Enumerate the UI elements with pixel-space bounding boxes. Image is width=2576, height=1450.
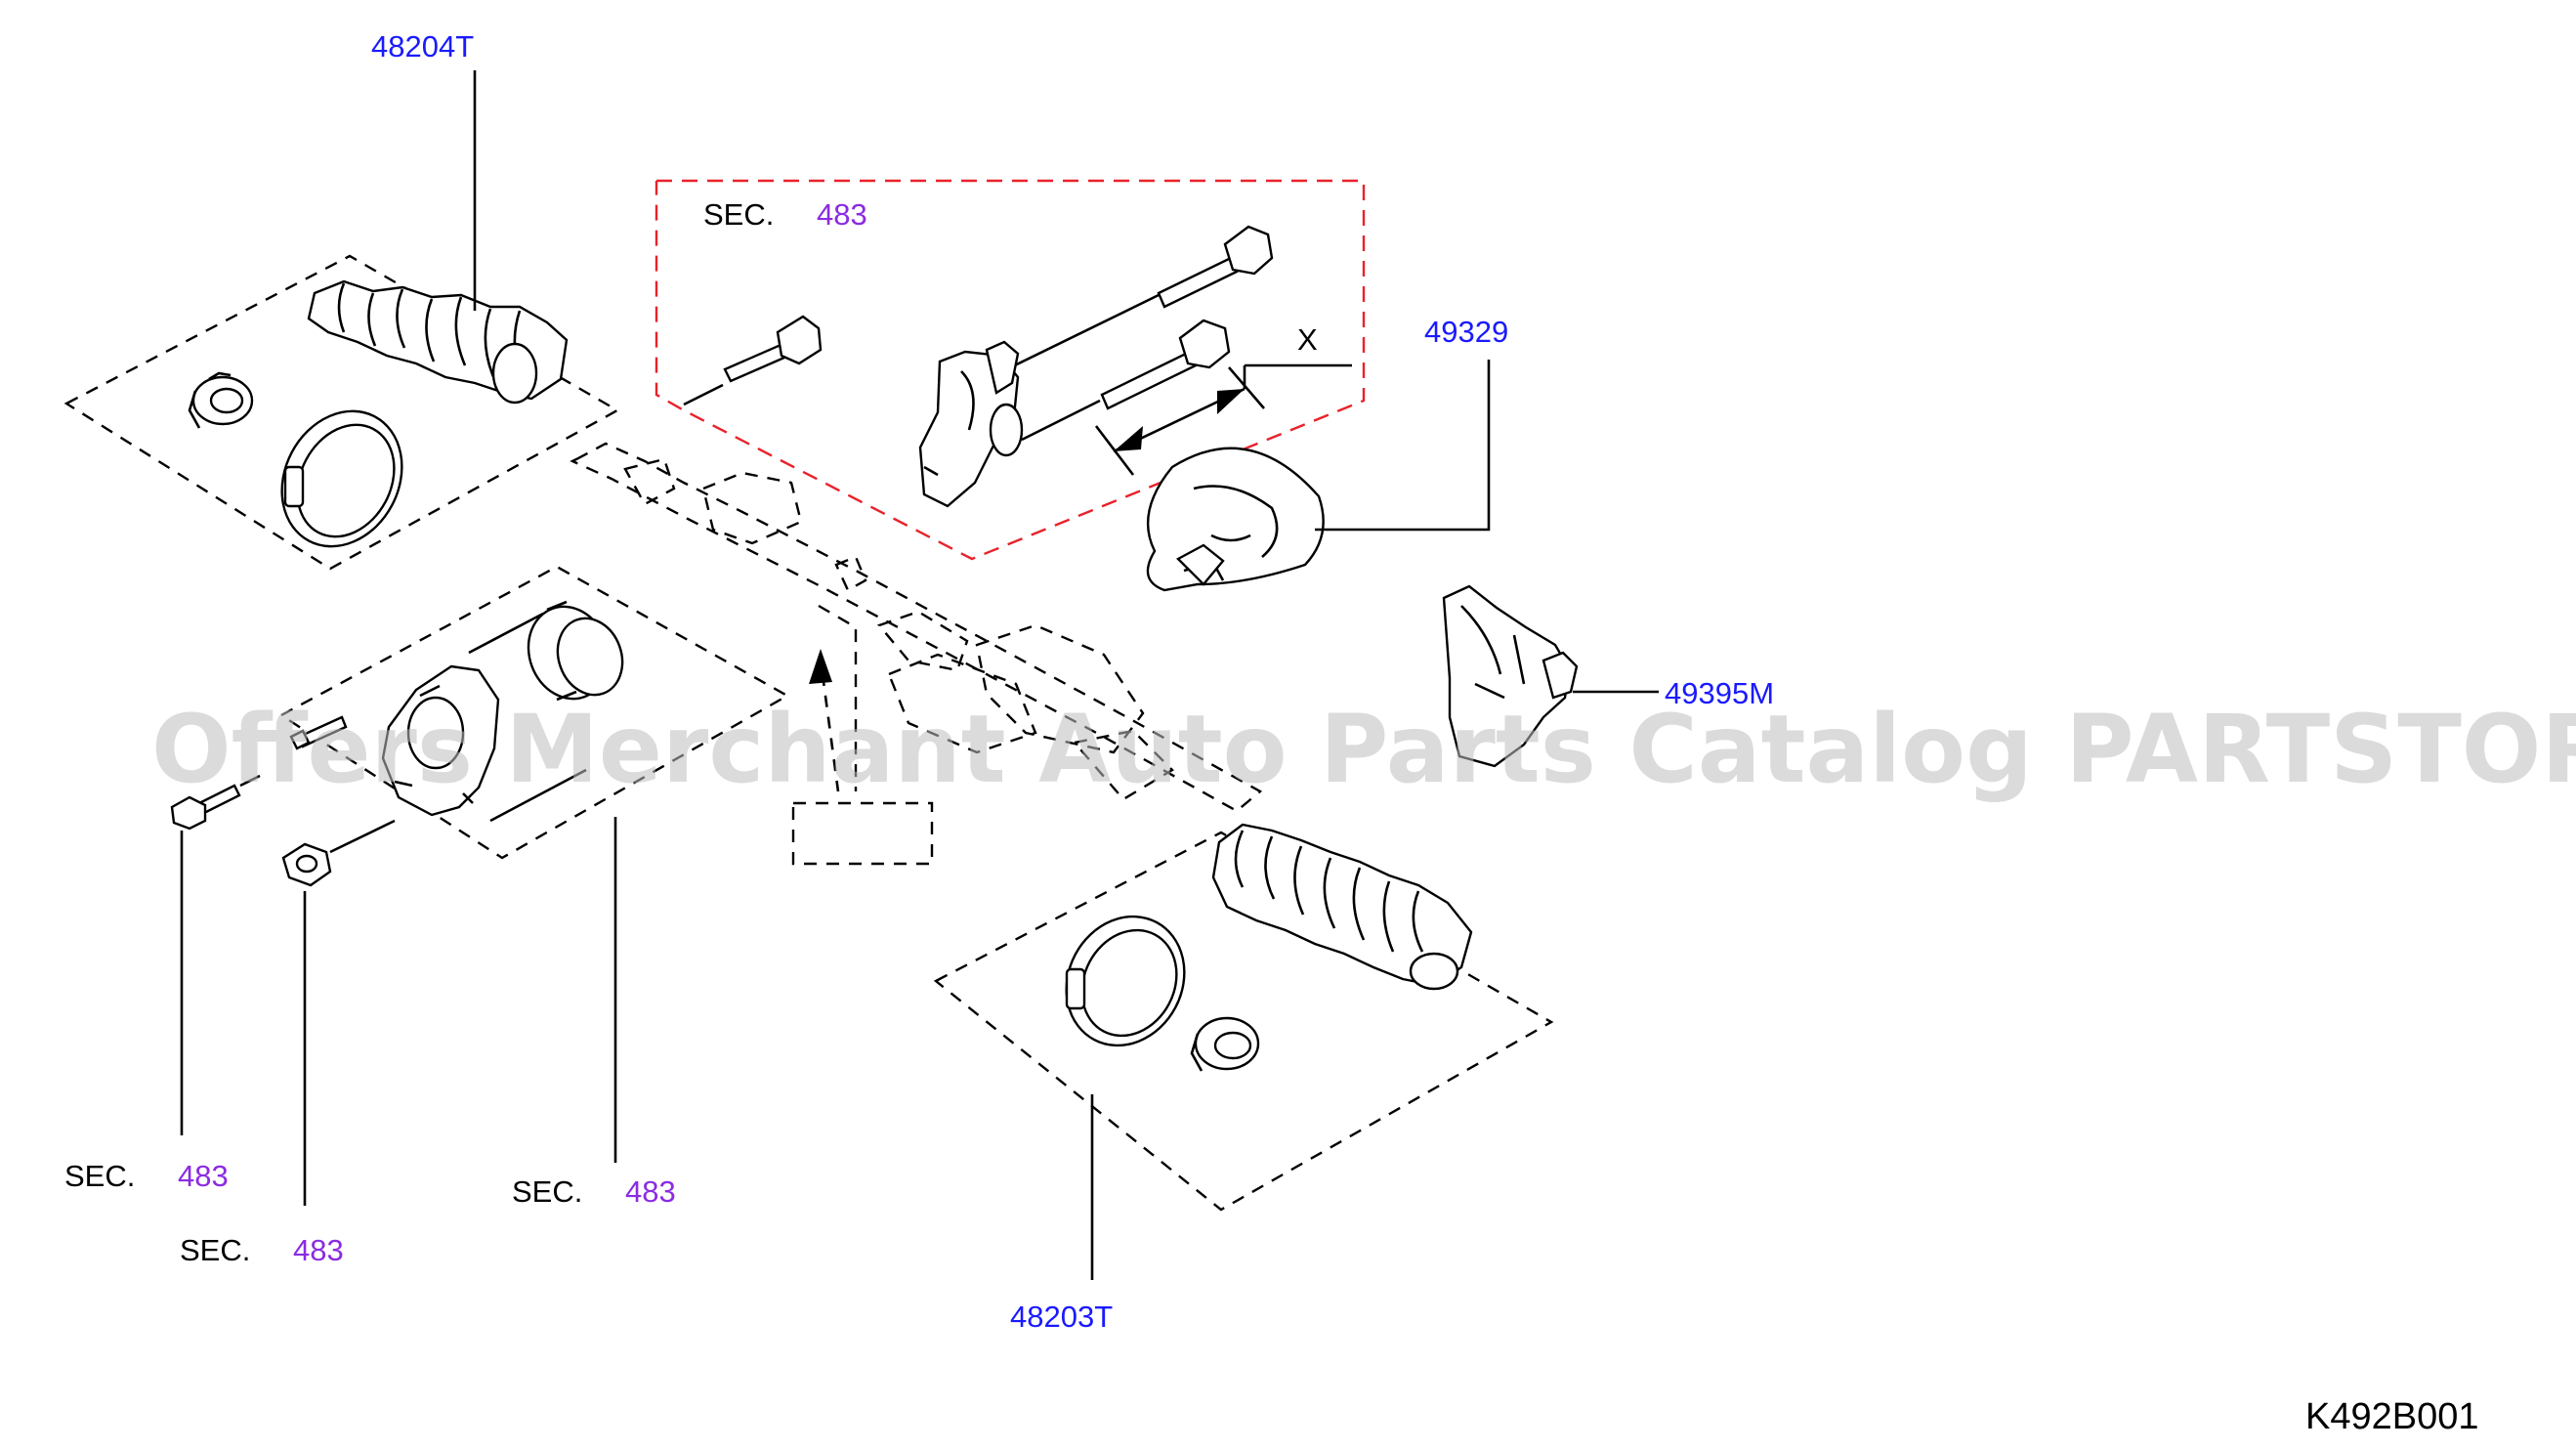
bolt-lower-left[interactable] (170, 774, 261, 831)
boot-clamp-large-lower[interactable] (1044, 896, 1206, 1067)
boot-clamp-large-upper[interactable] (259, 390, 425, 568)
boot-clamp-small-upper[interactable] (188, 371, 254, 429)
bolt-long-middle[interactable] (1021, 319, 1231, 442)
sec-label-top: SEC. (703, 197, 774, 232)
bolt-small-mid[interactable] (289, 715, 348, 750)
sec-label-bottom-a: SEC. (64, 1159, 135, 1193)
sec-link-bottom-c[interactable]: 483 (625, 1174, 676, 1209)
boot-clamp-small-lower[interactable] (1190, 1016, 1260, 1072)
sec-link-bottom-b[interactable]: 483 (293, 1233, 344, 1267)
highlight-box-sec-483 (655, 179, 1366, 561)
assembly-arrow (809, 649, 840, 792)
bracket-49395m[interactable] (1442, 584, 1579, 768)
dimension-x: X (1094, 322, 1352, 476)
bolt-short-upper[interactable] (683, 315, 823, 406)
sec-link-top[interactable]: 483 (817, 197, 867, 232)
sec-link-bottom-a[interactable]: 483 (178, 1159, 229, 1193)
rack-mount-bracket[interactable] (918, 340, 1024, 508)
diagram-code: K492B001 (2305, 1396, 2479, 1437)
mount-bushing[interactable] (516, 595, 633, 710)
mount-clamp[interactable] (381, 612, 587, 823)
watermark: Offers Merchant Auto Parts Catalog PARTS… (151, 695, 2576, 804)
bolt-long-top[interactable] (986, 225, 1274, 381)
part-link-49395m[interactable]: 49395M (1665, 676, 1774, 710)
flange-nut[interactable] (281, 819, 396, 887)
part-link-49329[interactable]: 49329 (1424, 315, 1508, 349)
dimension-x-label: X (1297, 322, 1318, 357)
steering-boot-lower[interactable] (1211, 823, 1473, 991)
sec-label-bottom-c: SEC. (512, 1174, 582, 1209)
sec-label-bottom-b: SEC. (180, 1233, 250, 1267)
boot-kit-group-box-upper (63, 254, 620, 571)
steering-rack-ghost (570, 442, 1263, 866)
part-link-48204t[interactable]: 48204T (371, 29, 474, 64)
part-link-48203t[interactable]: 48203T (1010, 1300, 1113, 1334)
boot-kit-group-box-lower (933, 831, 1554, 1212)
insulator-49329[interactable] (1146, 447, 1325, 592)
steering-boot-upper[interactable] (307, 279, 569, 405)
leader-line-49329 (1315, 360, 1491, 532)
